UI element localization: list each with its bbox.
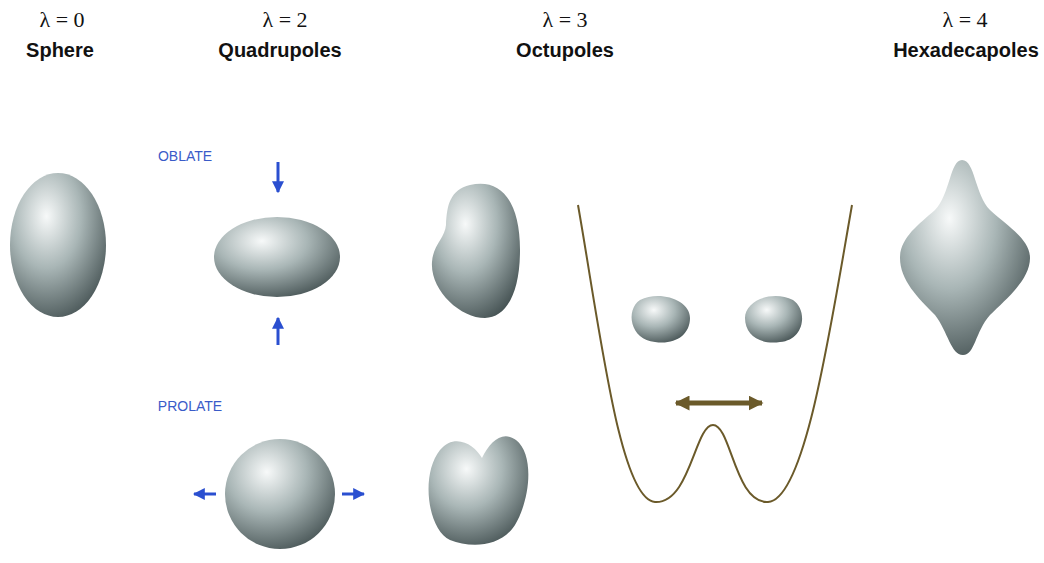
sphere-shape bbox=[10, 173, 106, 317]
compress-arrow bbox=[277, 318, 280, 345]
stretch-arrow bbox=[342, 493, 364, 496]
oblate-shape bbox=[214, 217, 340, 297]
multipole-order: λ = 0 bbox=[39, 7, 84, 33]
stretch-arrow bbox=[194, 493, 216, 496]
octupole-shape bbox=[745, 296, 802, 342]
multipole-order: λ = 3 bbox=[542, 7, 587, 33]
shape-title: Sphere bbox=[26, 39, 94, 62]
prolate-shape bbox=[225, 439, 335, 549]
shape-title: Octupoles bbox=[516, 39, 614, 62]
octupole-shape bbox=[432, 184, 520, 318]
shape-title: Quadrupoles bbox=[218, 39, 341, 62]
shape-kind: PROLATE bbox=[158, 398, 222, 414]
shape-kind: OBLATE bbox=[158, 148, 212, 164]
potential-curve bbox=[578, 205, 852, 502]
multipole-order: λ = 2 bbox=[262, 7, 307, 33]
octupole-shape bbox=[632, 296, 690, 342]
multipole-order: λ = 4 bbox=[942, 7, 987, 33]
hexadecapole-shape bbox=[900, 160, 1030, 355]
compress-arrow bbox=[277, 162, 280, 192]
tunnel-arrow bbox=[676, 401, 762, 406]
shape-title: Hexadecapoles bbox=[893, 39, 1039, 62]
octupole-shape bbox=[429, 436, 529, 544]
